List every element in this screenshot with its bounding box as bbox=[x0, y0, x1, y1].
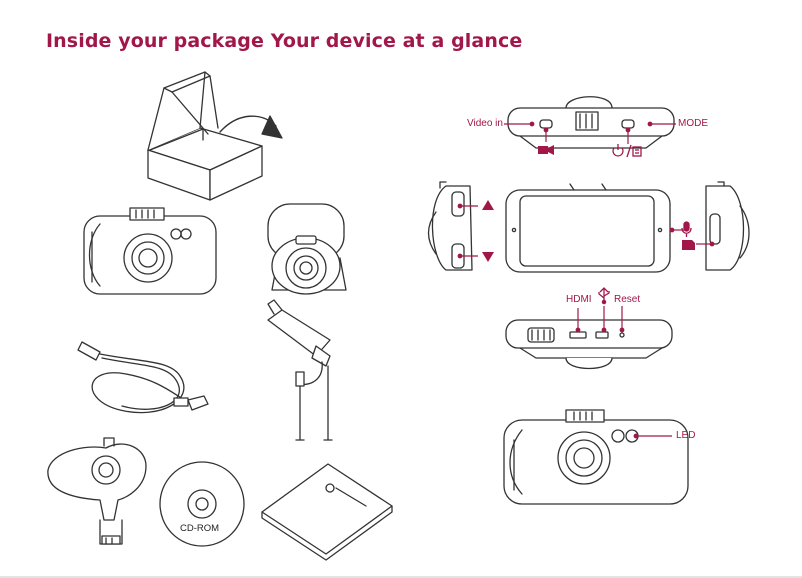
camera-bottom-view-illustration bbox=[505, 319, 673, 370]
camera-top-view-illustration bbox=[507, 96, 675, 149]
cd-rom-illustration bbox=[159, 461, 245, 547]
camera-front-led-view-illustration bbox=[503, 409, 689, 505]
power-menu-icon bbox=[612, 144, 642, 158]
page-title: Inside your package Your device at a gla… bbox=[46, 30, 523, 52]
triangle-down-icon bbox=[482, 252, 494, 262]
microphone-icon bbox=[681, 221, 692, 237]
windshield-mount-illustration bbox=[47, 437, 147, 545]
package-box-illustration bbox=[147, 71, 283, 201]
dash-camera-front-illustration bbox=[83, 207, 217, 295]
video-camera-icon bbox=[538, 145, 554, 155]
video-in-label: Video in bbox=[467, 118, 503, 129]
car-charger-illustration bbox=[267, 299, 333, 441]
user-manual-illustration bbox=[261, 463, 393, 561]
cd-rom-label: CD-ROM bbox=[180, 523, 220, 534]
page-bottom-rule bbox=[0, 576, 802, 578]
led-label: LED bbox=[676, 430, 696, 441]
camera-left-side-view-illustration bbox=[427, 181, 473, 271]
usb-icon bbox=[598, 287, 610, 305]
reset-label: Reset bbox=[614, 294, 641, 305]
rear-camera-illustration bbox=[267, 203, 347, 295]
camera-right-side-view-illustration bbox=[705, 181, 750, 271]
usb-cable-illustration bbox=[77, 341, 209, 414]
mode-label: MODE bbox=[678, 118, 708, 129]
hdmi-label: HDMI bbox=[566, 294, 592, 305]
callout-lines bbox=[457, 121, 715, 439]
memory-card-icon bbox=[682, 240, 695, 250]
camera-back-view-illustration bbox=[505, 183, 671, 273]
triangle-up-icon bbox=[482, 200, 494, 210]
